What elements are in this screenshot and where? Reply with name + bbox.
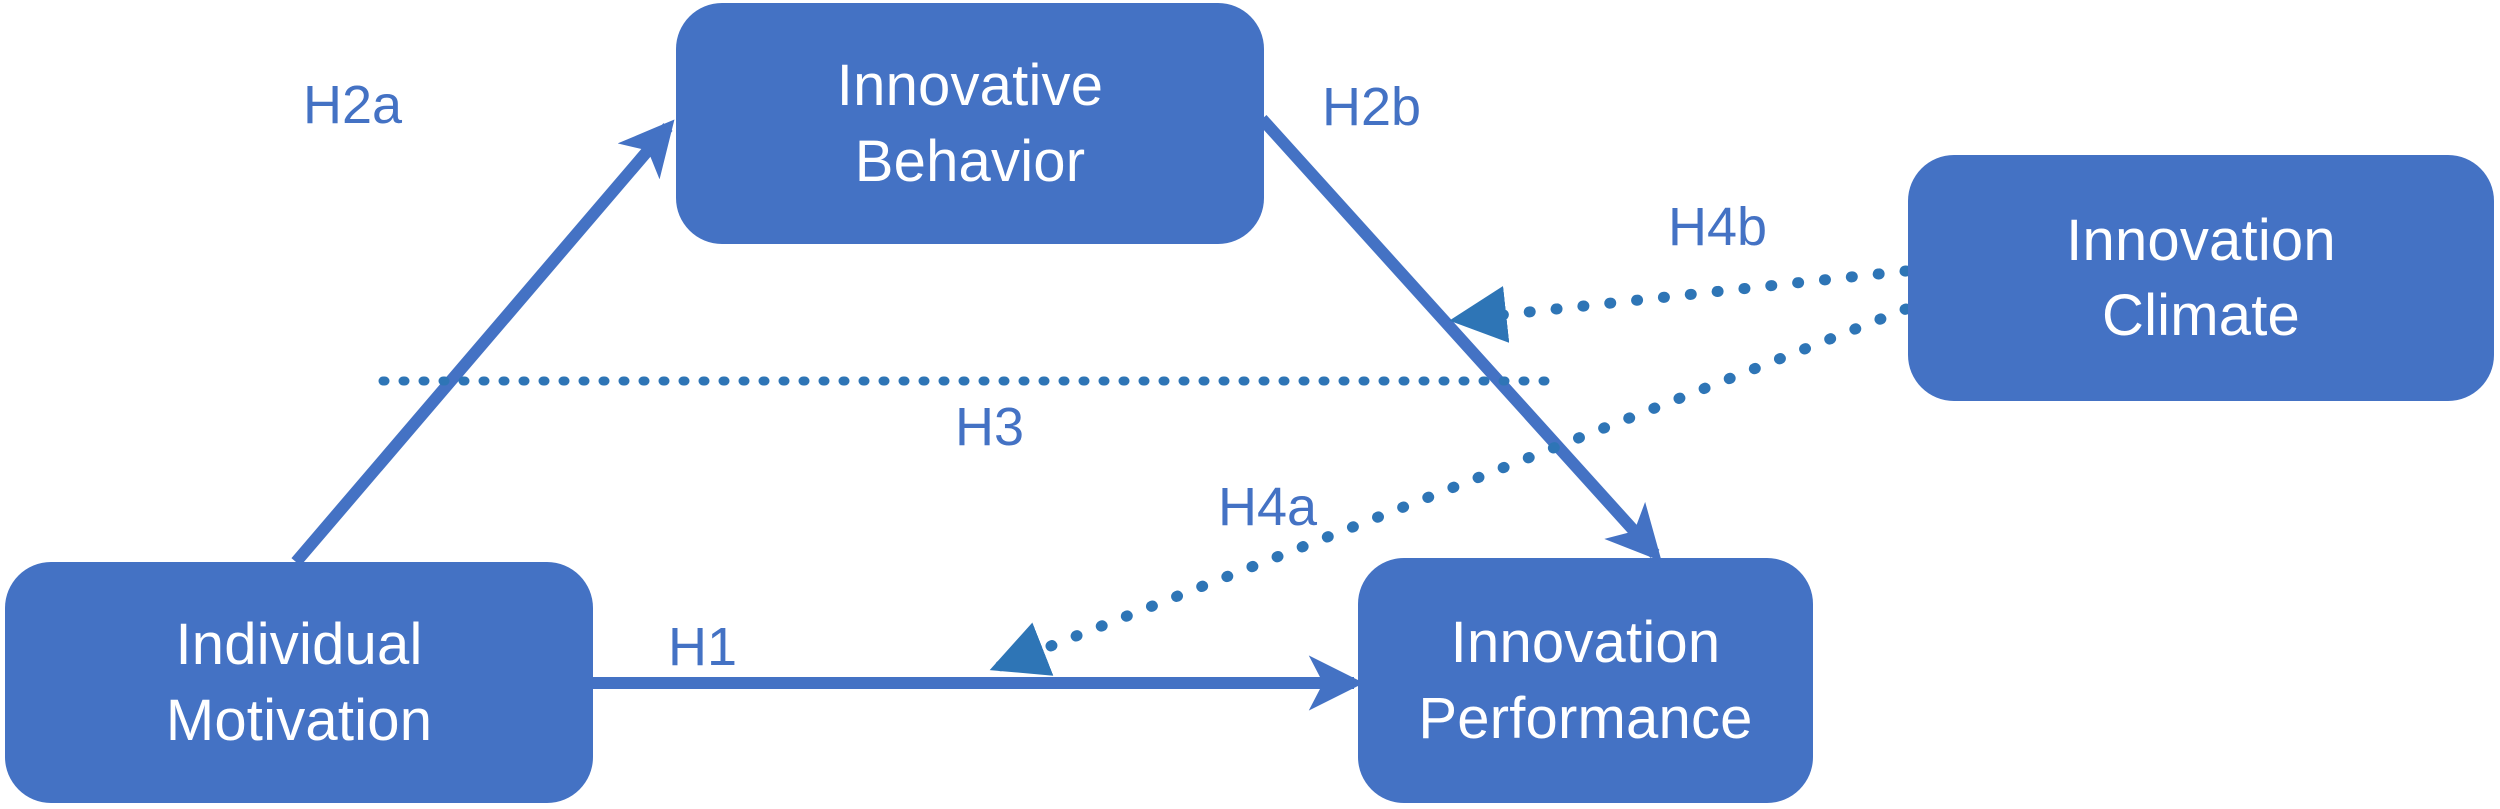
node-individual-motivation[interactable]: Individual Motivation [5, 562, 593, 803]
edge-h4b [1449, 265, 1912, 343]
node-innovative-behavior-line1: Innovative [836, 53, 1104, 119]
edge-label-h4a: H4a [1218, 477, 1318, 537]
node-innovation-climate-line1: Innovation [2066, 207, 2336, 273]
edge-label-h1: H1 [668, 617, 738, 677]
node-innovative-behavior-line2: Behavior [854, 128, 1086, 194]
node-innovation-climate-line2: Climate [2102, 283, 2300, 348]
edge-label-h2b: H2b [1322, 77, 1422, 137]
node-innovative-behavior[interactable]: Innovative Behavior [676, 3, 1264, 244]
node-innovation-performance-line1: Innovation [1450, 610, 1721, 676]
edge-label-h3: H3 [955, 397, 1025, 457]
edge-label-h2a: H2a [303, 75, 403, 135]
edge-h2a [291, 119, 675, 566]
edge-h2b [1257, 114, 1662, 562]
node-individual-motivation-line1: Individual [175, 612, 423, 678]
node-innovation-performance-line2: Performance [1418, 685, 1753, 751]
node-innovation-performance[interactable]: Innovation Performance [1358, 558, 1813, 803]
node-individual-motivation-line2: Motivation [165, 687, 433, 753]
node-innovation-climate[interactable]: Innovation Climate [1908, 155, 2494, 401]
edge-label-h4b: H4b [1668, 197, 1768, 257]
